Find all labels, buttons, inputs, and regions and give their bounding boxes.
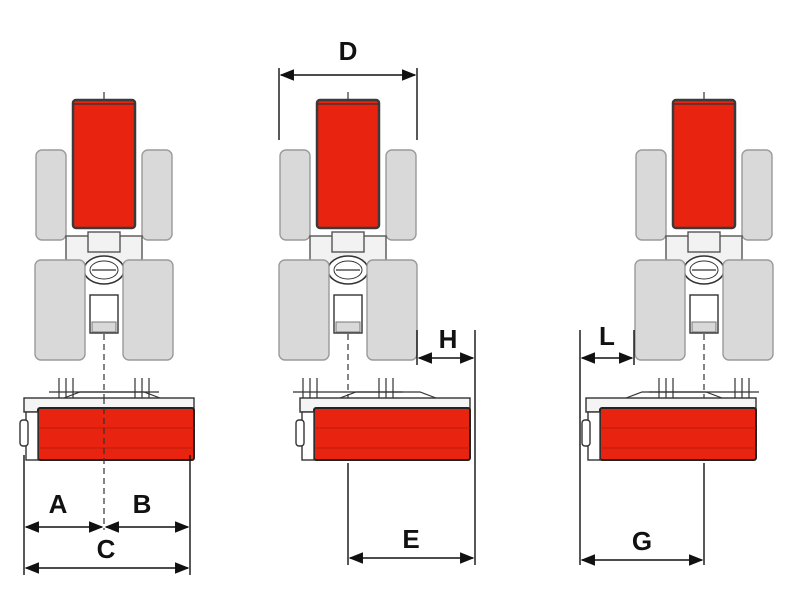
mower-offset-right	[295, 391, 471, 461]
label-h: H	[439, 324, 458, 354]
label-c: C	[97, 534, 116, 564]
label-b: B	[133, 489, 152, 519]
mower-centered	[19, 391, 195, 461]
tractor-centered	[33, 90, 175, 402]
label-g: G	[632, 526, 652, 556]
label-l: L	[599, 321, 615, 351]
label-d: D	[339, 36, 358, 66]
view-centered: A B C	[19, 90, 195, 575]
view-offset-left: L G	[579, 90, 775, 566]
label-a: A	[49, 489, 68, 519]
tractor-offset-left	[633, 90, 775, 402]
tractor-offset-right	[277, 90, 419, 402]
view-offset-right: D H E	[277, 36, 476, 565]
mower-offset-left	[581, 391, 757, 461]
label-e: E	[402, 524, 419, 554]
